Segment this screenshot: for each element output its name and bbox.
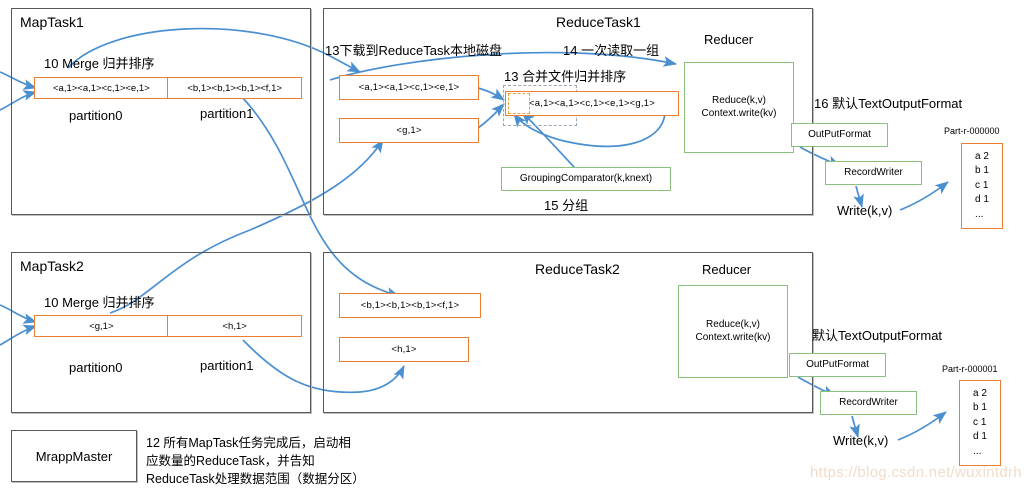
reducetask2-reducer-box: Reduce(k,v) Context.write(kv) xyxy=(678,285,788,378)
reducetask2-reduce-line1: Reduce(k,v) xyxy=(706,319,760,330)
reducetask2-fetched-box-1: <b,1><b,1><b,1><f,1> xyxy=(339,293,481,318)
reducetask1-download-label: 13下载到ReduceTask本地磁盘 xyxy=(325,43,502,58)
reducetask1-fetched-box-1: <a,1><a,1><c,1><e,1> xyxy=(339,75,479,100)
maptask2-partition0-label: partition0 xyxy=(69,360,123,375)
grouping-comparator-box: GroupingComparator(k,knext) xyxy=(501,167,671,191)
maptask2-partitions: <g,1> <h,1> xyxy=(34,315,302,337)
mrappmaster-note: 12 所有MapTask任务完成后，启动相 应数量的ReduceTask，并告知… xyxy=(146,436,365,487)
reducetask2-reduce-line2: Context.write(kv) xyxy=(695,331,771,343)
maptask1-partition0-box: <a,1><a,1><c,1><e,1> xyxy=(34,77,169,99)
reducetask1-merge-file-label: 13 合并文件归并排序 xyxy=(504,69,627,84)
maptask2-merge-label: 10 Merge 归并排序 xyxy=(44,295,155,310)
maptask1-partition1-box: <b,1><b,1><b,1><f,1> xyxy=(167,77,302,99)
reducetask1-merged-group-highlight xyxy=(508,93,530,114)
maptask2-panel xyxy=(11,252,311,413)
reducetask2-reducer-title: Reducer xyxy=(702,262,752,277)
output2-write-label: Write(k,v) xyxy=(833,433,889,448)
output1-outputformat-box: OutPutFormat xyxy=(791,123,888,147)
output1-part-name: Part-r-000000 xyxy=(944,126,1000,136)
reducetask2-title: ReduceTask2 xyxy=(535,261,620,277)
reducetask1-reduce-line1: Reduce(k,v) xyxy=(712,95,766,106)
maptask1-merge-label: 10 Merge 归并排序 xyxy=(44,56,155,71)
reducetask1-fetched-box-2: <g,1> xyxy=(339,118,479,143)
output2-outputformat-box: OutPutFormat xyxy=(789,353,886,377)
maptask2-partition0-box: <g,1> xyxy=(34,315,169,337)
maptask1-partition1-label: partition1 xyxy=(200,106,254,121)
maptask1-partition0-label: partition0 xyxy=(69,108,123,123)
mrappmaster-box: MrappMaster xyxy=(11,430,137,482)
reducetask1-reducer-box: Reduce(k,v) Context.write(kv) xyxy=(684,62,794,153)
reducetask1-group-label: 15 分组 xyxy=(544,198,589,213)
reducetask1-reduce-line2: Context.write(kv) xyxy=(701,107,777,119)
watermark: https://blog.csdn.net/wuxintdrh xyxy=(810,464,1022,481)
maptask2-partition1-box: <h,1> xyxy=(167,315,302,337)
reducetask1-reducer-title: Reducer xyxy=(704,32,754,47)
reducetask2-fetched-box-2: <h,1> xyxy=(339,337,469,362)
maptask2-partition1-label: partition1 xyxy=(200,358,254,373)
reducetask1-panel xyxy=(323,8,813,215)
output1-format-label: 16 默认TextOutputFormat xyxy=(814,96,963,111)
output2-part-name: Part-r-000001 xyxy=(942,364,998,374)
reducetask1-merged-box: <a,1><a,1><c,1><e,1><g,1> xyxy=(505,91,679,116)
maptask1-partitions: <a,1><a,1><c,1><e,1> <b,1><b,1><b,1><f,1… xyxy=(34,77,302,99)
output2-recordwriter-box: RecordWriter xyxy=(820,391,917,415)
output2-format-label: 默认TextOutputFormat xyxy=(812,328,943,343)
reducetask1-read-group-label: 14 一次读取一组 xyxy=(563,43,660,58)
output2-part-file: a 2 b 1 c 1 d 1 ... xyxy=(959,380,1001,466)
output1-part-file: a 2 b 1 c 1 d 1 ... xyxy=(961,143,1003,229)
maptask2-title: MapTask2 xyxy=(20,258,84,274)
maptask1-title: MapTask1 xyxy=(20,14,84,30)
reducetask1-title: ReduceTask1 xyxy=(556,14,641,30)
maptask1-panel xyxy=(11,8,311,215)
reducetask2-panel xyxy=(323,252,813,413)
output1-recordwriter-box: RecordWriter xyxy=(825,161,922,185)
output1-write-label: Write(k,v) xyxy=(837,203,893,218)
